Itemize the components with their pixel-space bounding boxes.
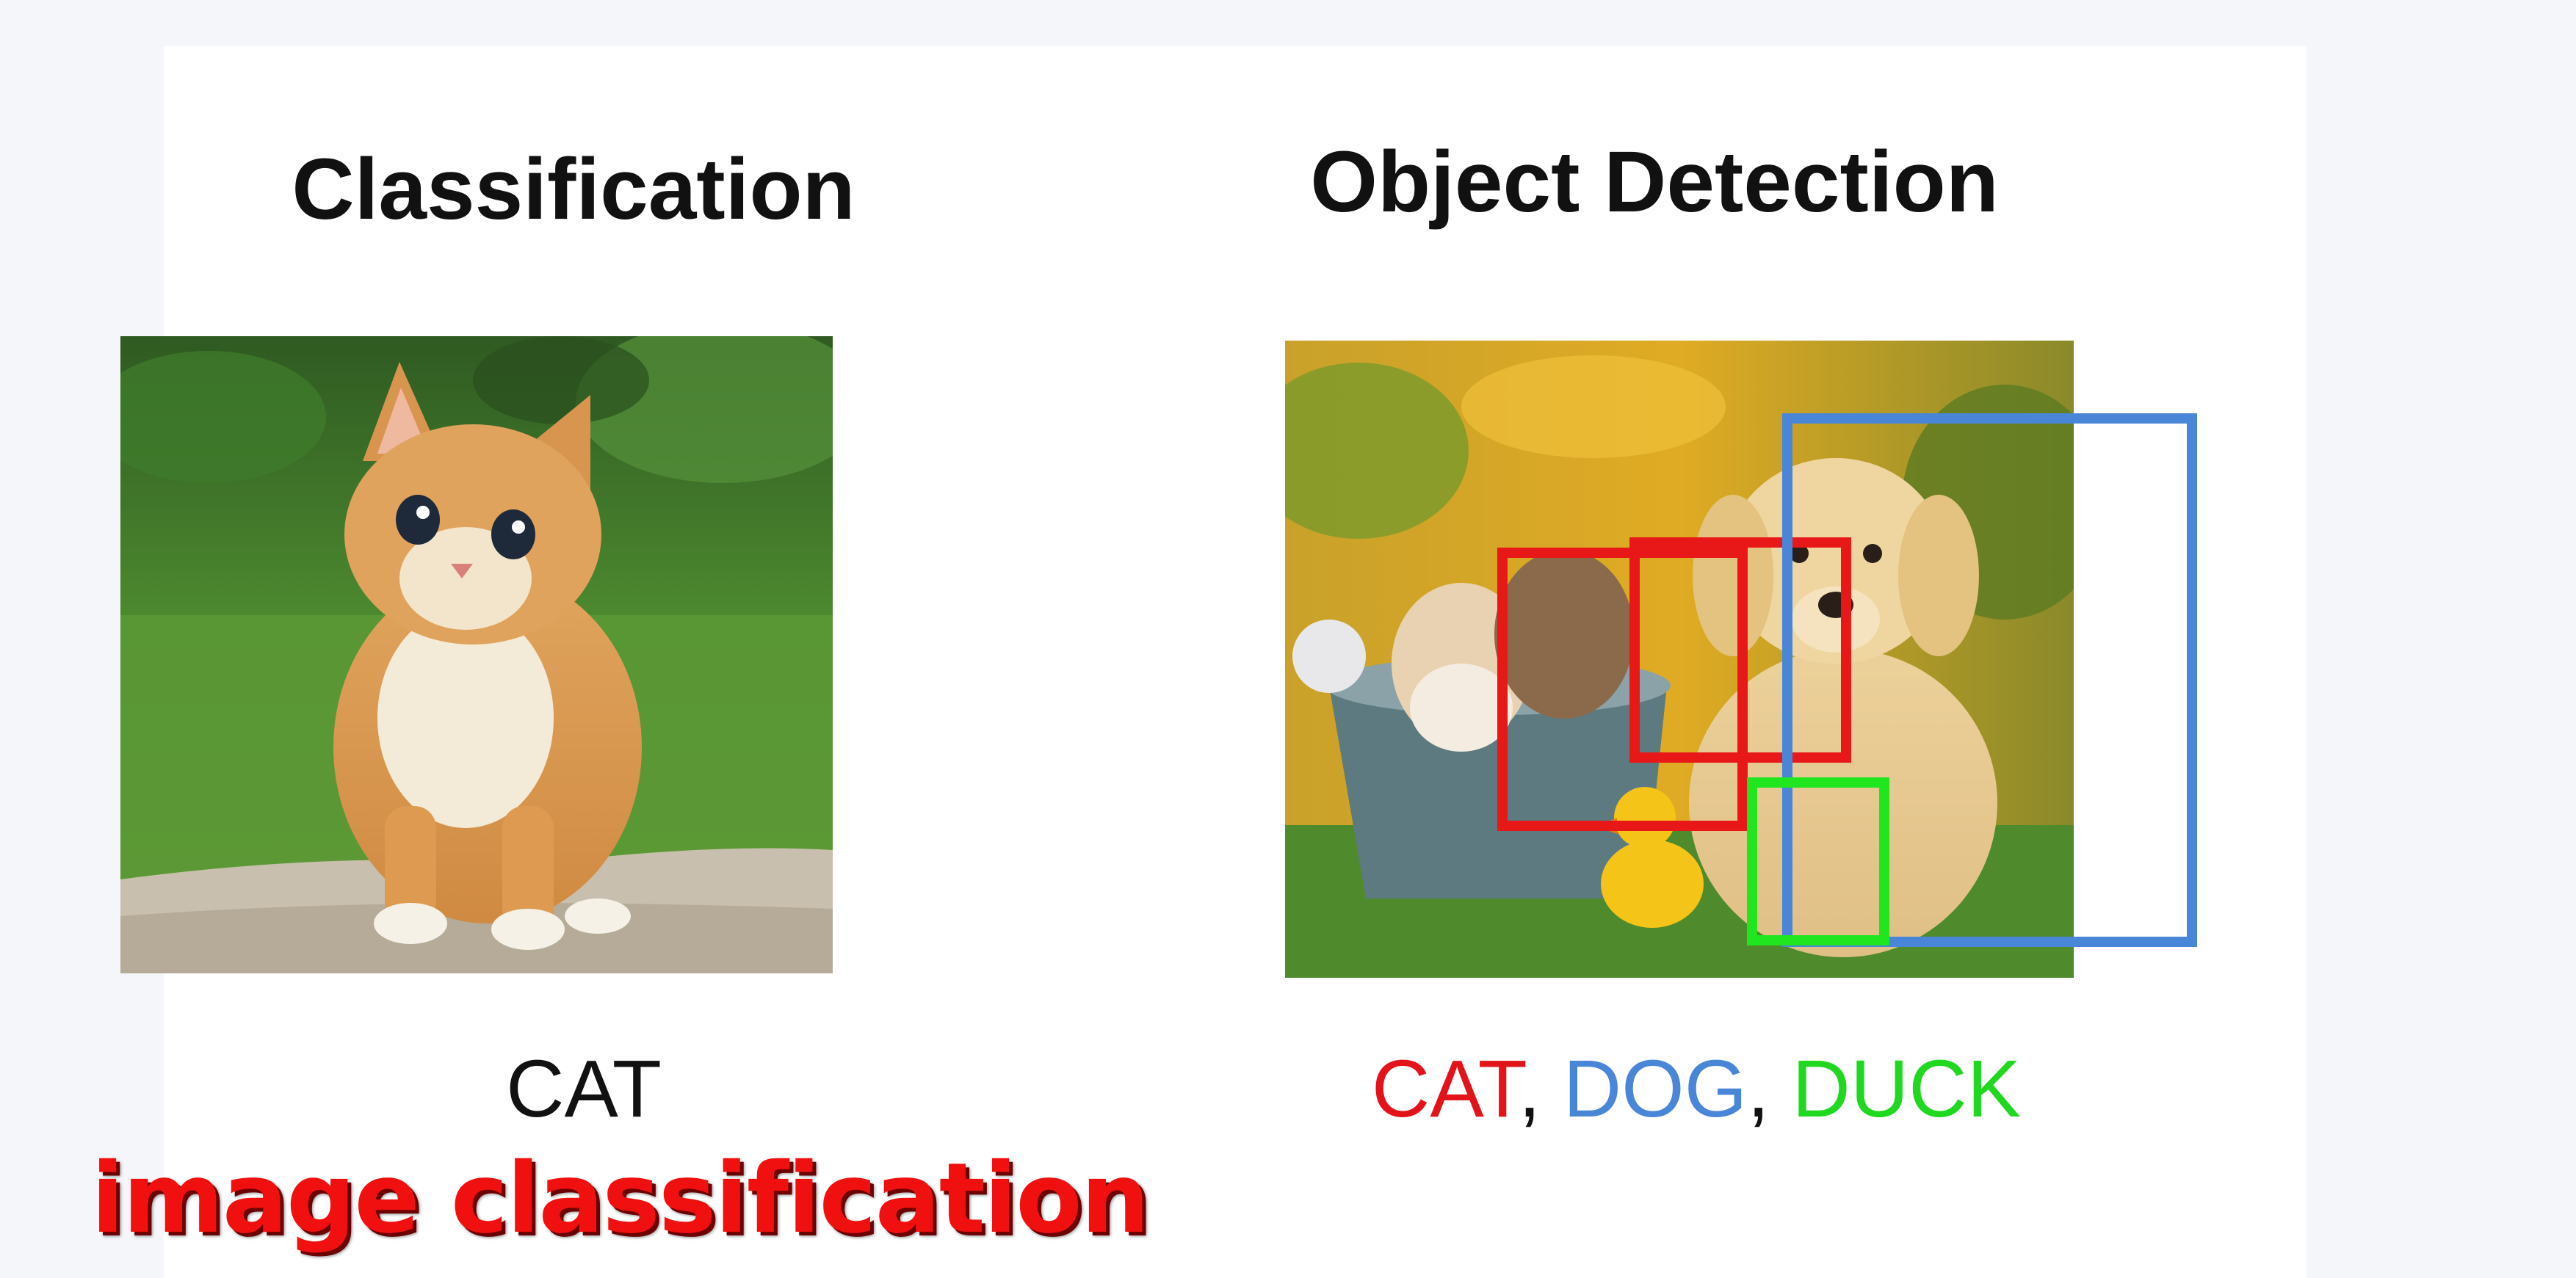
- detection-photo: [1285, 341, 2074, 978]
- label-dog: DOG: [1563, 1044, 1748, 1134]
- pets-illustration: [1285, 341, 2074, 978]
- cat-bounding-box: [1629, 537, 1851, 763]
- overlay-caption: image classification: [91, 1142, 1150, 1255]
- kitten-illustration: [120, 336, 833, 973]
- classification-title: Classification: [292, 141, 855, 238]
- label-separator: ,: [1518, 1044, 1563, 1134]
- detection-labels: CAT, DOG, DUCK: [1292, 1042, 2100, 1136]
- label-duck: DUCK: [1792, 1044, 2022, 1134]
- object-detection-title: Object Detection: [1310, 134, 1999, 230]
- label-separator: ,: [1747, 1044, 1792, 1134]
- duck-bounding-box: [1747, 777, 1889, 945]
- label-cat: CAT: [1371, 1044, 1519, 1134]
- kitten-photo: [120, 336, 833, 973]
- classification-label: CAT: [506, 1044, 662, 1134]
